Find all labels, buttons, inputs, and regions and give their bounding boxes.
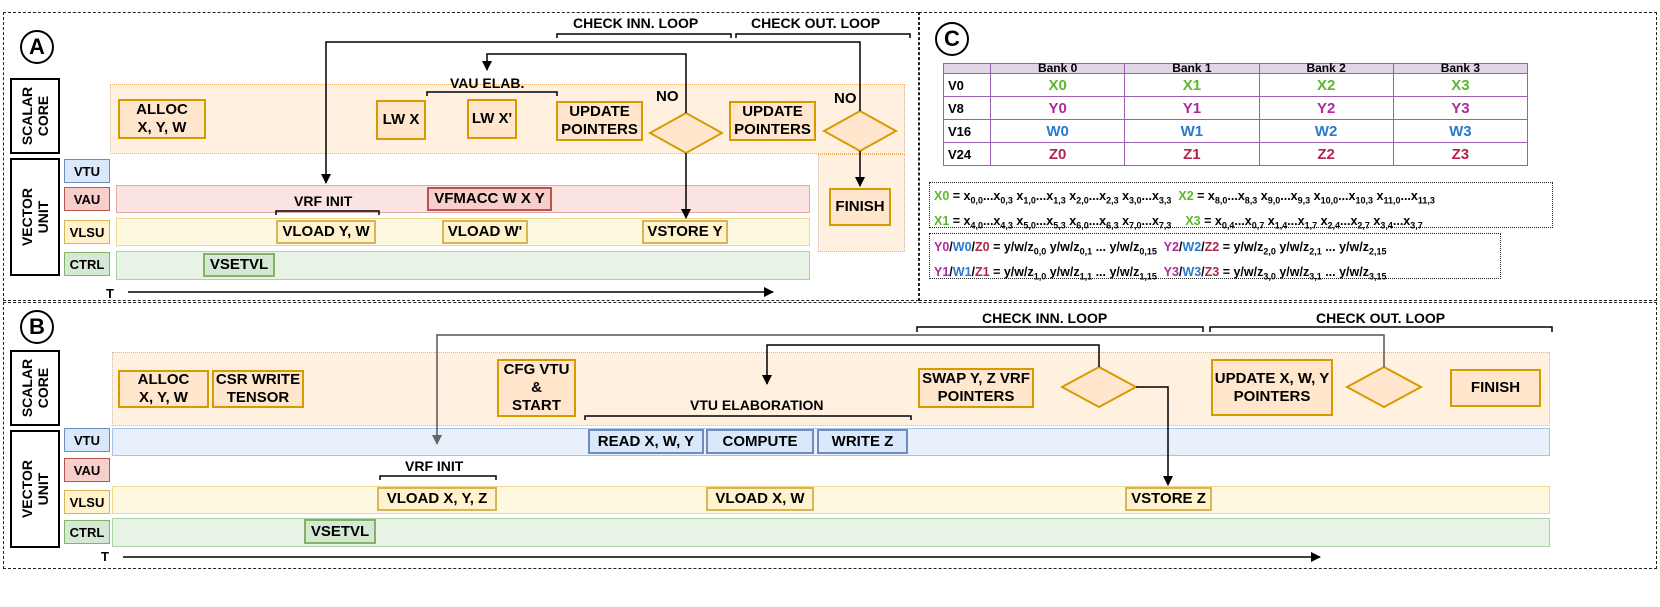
check-out-label-a: CHECK OUT. LOOP (751, 15, 881, 31)
lw-x-box: LW X (376, 100, 426, 140)
vlsu-lane-b (112, 486, 1550, 514)
vrf-row-v16: V16 W0 W1 W2 W3 (943, 119, 1529, 143)
scalar-core-label-b: SCALAR CORE (10, 350, 60, 426)
ywz-mapping-line-2: Y1/W1/Z1 = y/w/z1,0 y/w/z1,1 ... y/w/z1,… (934, 264, 1387, 282)
panel-c-marker: C (935, 22, 969, 56)
unit-vlsu: VLSU (64, 220, 110, 244)
x-mapping-line-1: X0 = x0,0...x0,3 x1,0...x1,3 x2,0...x2,3… (934, 189, 1435, 206)
vrf-row-v24: V24 Z0 Z1 Z2 Z3 (943, 142, 1529, 166)
vsetvl-box-b: VSETVL (304, 519, 376, 544)
update-pointers-box-2: UPDATE POINTERS (729, 101, 816, 141)
unit-vau: VAU (64, 187, 110, 211)
scalar-core-label: SCALAR CORE (10, 78, 60, 154)
vrf-reg: V24 (943, 142, 991, 166)
vector-unit-label: VECTOR UNIT (10, 158, 60, 276)
vrf-bank-table: Bank 0 Bank 1 Bank 2 Bank 3 V0 X0 X1 X2 … (943, 62, 1529, 166)
end-diamond-b1-label: END (1083, 378, 1115, 396)
vrf-cell: W0 (989, 119, 1126, 143)
vstore-y-box: VSTORE Y (642, 220, 728, 244)
finish-box: FINISH (829, 188, 891, 226)
vrf-cell: Y0 (989, 96, 1126, 120)
vload-w-prime-box: VLOAD W' (442, 220, 528, 244)
update-pointers-box-1: UPDATE POINTERS (556, 101, 643, 141)
end-diamond-1-label: END (670, 124, 702, 142)
no-label-1: NO (656, 88, 679, 105)
vrf-init-label-b: VRF INIT (405, 458, 464, 474)
scalar-lane-b (112, 352, 1550, 426)
vrf-cell: Y3 (1392, 96, 1529, 120)
vector-unit-label-b: VECTOR UNIT (10, 430, 60, 548)
check-inn-label-a: CHECK INN. LOOP (573, 15, 699, 31)
panel-b (3, 302, 1657, 569)
unit-ctrl-b: CTRL (64, 520, 110, 544)
x-mapping-legend: X0 = x0,0...x0,3 x1,0...x1,3 x2,0...x2,3… (929, 182, 1553, 230)
vrf-cell: W2 (1258, 119, 1394, 143)
read-xwy-box: READ X, W, Y (588, 429, 704, 454)
panel-b-marker: B (20, 310, 54, 344)
unit-vtu-b: VTU (64, 428, 110, 452)
vsetvl-box: VSETVL (203, 253, 275, 277)
vload-xw-box: VLOAD X, W (706, 487, 814, 511)
check-out-label-b: CHECK OUT. LOOP (1316, 310, 1446, 326)
vrf-header-bank3: Bank 3 (1392, 62, 1529, 74)
unit-vlsu-b: VLSU (64, 490, 110, 514)
vrf-cell: X3 (1392, 73, 1529, 97)
vrf-init-label-a: VRF INIT (294, 193, 353, 209)
vrf-header-bank2: Bank 2 (1258, 62, 1394, 74)
alloc-box-b: ALLOC X, Y, W (118, 370, 209, 408)
vrf-reg: V8 (943, 96, 991, 120)
vrf-row-v8: V8 Y0 Y1 Y2 Y3 (943, 96, 1529, 120)
x-mapping-line-2: X1 = x4,0...x4,3 x5,0...x5,3 x6,0...x6,3… (934, 213, 1423, 231)
vrf-header-row: Bank 0 Bank 1 Bank 2 Bank 3 (943, 62, 1529, 74)
end-diamond-b2-label: END (1368, 378, 1400, 396)
unit-vau-b: VAU (64, 458, 110, 482)
vtu-elaboration-label: VTU ELABORATION (690, 397, 824, 413)
cfg-vtu-box: CFG VTU & START (497, 359, 576, 417)
vrf-cell: Z2 (1258, 142, 1394, 166)
ywz-mapping-line-1: Y0/W0/Z0 = y/w/z0,0 y/w/z0,1 ... y/w/z0,… (934, 240, 1387, 257)
time-label-a: T (106, 286, 114, 301)
unit-vtu: VTU (64, 159, 110, 183)
vrf-reg: V16 (943, 119, 991, 143)
compute-box: COMPUTE (706, 429, 814, 454)
vrf-cell: Z1 (1124, 142, 1260, 166)
vrf-cell: X1 (1124, 73, 1260, 97)
ywz-mapping-legend: Y0/W0/Z0 = y/w/z0,0 y/w/z0,1 ... y/w/z0,… (929, 233, 1501, 281)
vrf-row-v0: V0 X0 X1 X2 X3 (943, 73, 1529, 97)
swap-pointers-box: SWAP Y, Z VRF POINTERS (918, 368, 1034, 408)
alloc-box: ALLOC X, Y, W (118, 99, 206, 139)
vrf-reg: V0 (943, 73, 991, 97)
lw-x-prime-box: LW X' (467, 99, 517, 139)
panel-a-marker: A (20, 30, 54, 64)
vrf-cell: X2 (1258, 73, 1394, 97)
vrf-cell: Z0 (989, 142, 1126, 166)
vrf-cell: Z3 (1392, 142, 1529, 166)
no-label-2: NO (834, 90, 857, 107)
vau-elab-label: VAU ELAB. (450, 75, 525, 91)
update-xwy-box: UPDATE X, W, Y POINTERS (1211, 359, 1333, 416)
unit-ctrl: CTRL (64, 252, 110, 276)
vrf-cell: Y1 (1124, 96, 1260, 120)
check-inn-label-b: CHECK INN. LOOP (982, 310, 1108, 326)
vrf-cell: X0 (989, 73, 1126, 97)
write-z-box: WRITE Z (817, 429, 908, 454)
vrf-cell: W1 (1124, 119, 1260, 143)
vload-y-w-box: VLOAD Y, W (276, 220, 376, 244)
vfmacc-box: VFMACC W X Y (427, 187, 552, 211)
finish-box-b: FINISH (1450, 369, 1541, 407)
vrf-cell: Y2 (1258, 96, 1394, 120)
csr-write-box: CSR WRITE TENSOR (212, 370, 304, 408)
vrf-header-empty (943, 63, 991, 74)
vstore-z-box: VSTORE Z (1125, 487, 1212, 511)
vload-xyz-box: VLOAD X, Y, Z (377, 487, 497, 511)
panel-c (919, 12, 1657, 301)
time-label-b: T (101, 549, 109, 564)
vrf-cell: W3 (1392, 119, 1529, 143)
end-diamond-2-label: END (844, 122, 876, 140)
vrf-header-bank0: Bank 0 (989, 62, 1126, 74)
panel-a (3, 12, 919, 301)
vrf-header-bank1: Bank 1 (1124, 62, 1260, 74)
